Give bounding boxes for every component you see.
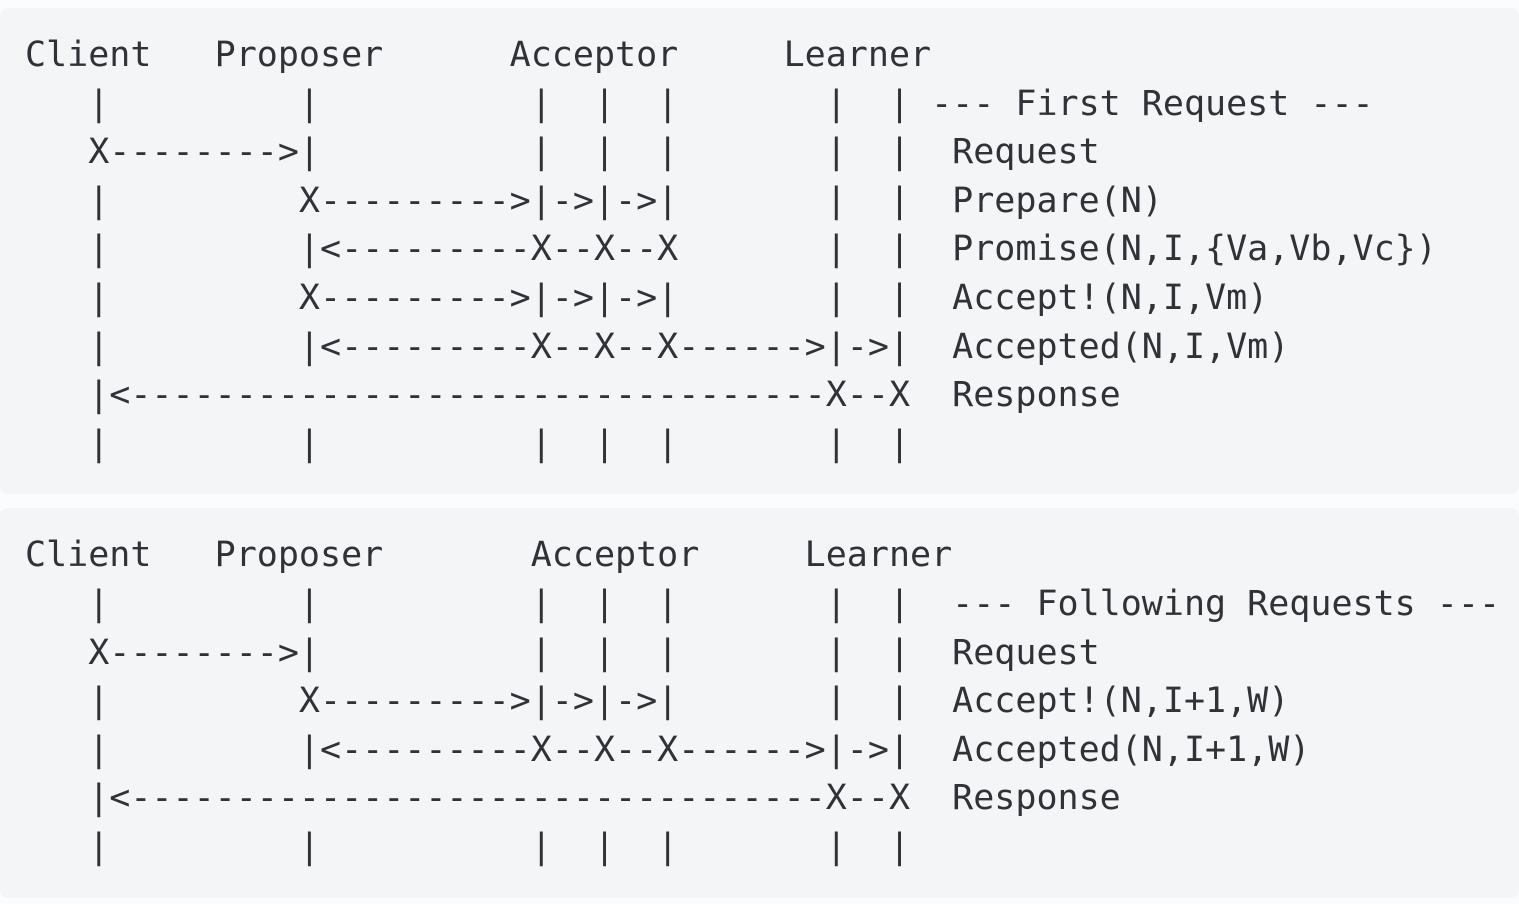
paxos-first-request-diagram: Client Proposer Acceptor Learner | | | |… [25,35,1437,464]
paxos-first-request-block: Client Proposer Acceptor Learner | | | |… [0,8,1519,495]
paxos-following-requests-diagram: Client Proposer Acceptor Learner | | | |… [25,535,1501,867]
paxos-following-requests-block: Client Proposer Acceptor Learner | | | |… [0,508,1519,898]
